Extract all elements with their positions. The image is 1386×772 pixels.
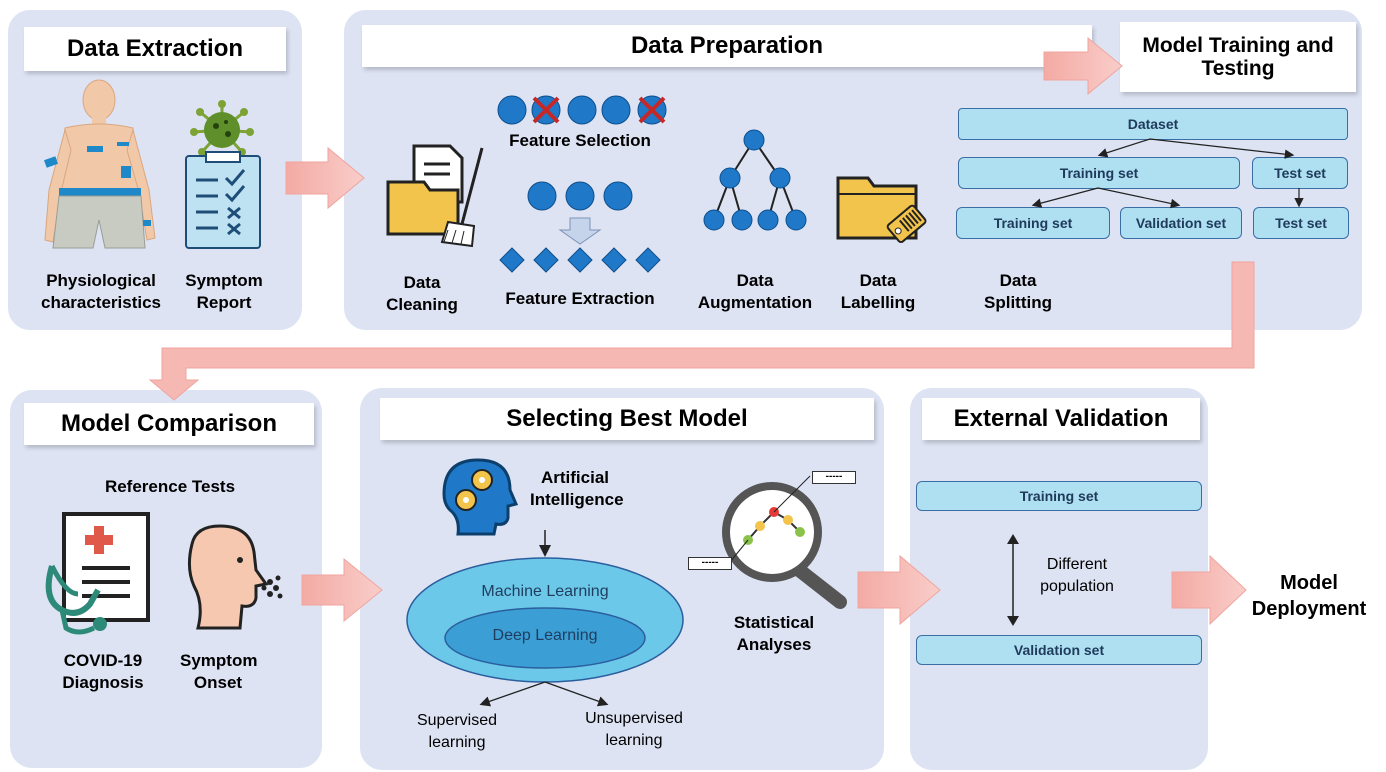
- ai-label: Artificial Intelligence: [530, 468, 624, 509]
- magnifier-stats-icon: [722, 475, 847, 609]
- external-validation-panel: [910, 388, 1208, 770]
- data-labelling-label: Data Labelling: [840, 271, 916, 312]
- statistical-analyses-label: Statistical Analyses: [733, 613, 815, 654]
- ext-validation-set-box: Validation set: [916, 635, 1202, 665]
- population-double-arrow: [1007, 534, 1019, 626]
- ai-head-gears-icon: [442, 458, 519, 536]
- model-comparison-title: Model Comparison: [24, 403, 314, 445]
- ext-training-set-box: Training set: [916, 481, 1202, 511]
- data-splitting-label: Data Splitting: [984, 271, 1052, 312]
- symptom-report-label: Symptom Report: [185, 271, 263, 312]
- test-set-box: Test set: [1252, 157, 1348, 189]
- validation-set-box: Validation set: [1120, 207, 1242, 239]
- data-augmentation-tree: [703, 129, 807, 231]
- unsupervised-label: Unsupervised learning: [585, 710, 683, 749]
- arrow-external-to-deployment: [1171, 554, 1247, 626]
- arrow-training-to-comparison: [148, 261, 1255, 401]
- feature-extraction-nodes: [499, 181, 661, 273]
- supervised-label: Supervised learning: [416, 712, 498, 751]
- external-validation-title: External Validation: [922, 398, 1200, 440]
- model-training-title-line1: Model Training and: [1142, 33, 1334, 57]
- model-training-title: Model Training and Testing: [1120, 22, 1356, 92]
- arrow-extraction-to-preparation: [285, 146, 365, 210]
- stats-tag-bottom: -----: [688, 557, 732, 570]
- physiological-label: Physiological characteristics: [40, 271, 162, 312]
- data-labelling-icon: [836, 176, 927, 244]
- arrow-preparation-to-training: [1043, 36, 1123, 96]
- arrow-comparison-to-best: [301, 557, 383, 623]
- model-deployment-label: Model Deployment: [1251, 572, 1367, 620]
- covid-diagnosis-icon: [45, 512, 150, 635]
- covid-diagnosis-label: COVID-19 Diagnosis: [62, 651, 144, 692]
- data-preparation-title: Data Preparation: [362, 25, 1092, 67]
- feature-selection-nodes: [497, 95, 667, 125]
- data-cleaning-label: Data Cleaning: [386, 273, 458, 314]
- stats-tag-top: -----: [812, 471, 856, 484]
- deep-learning-label: Deep Learning: [492, 627, 598, 644]
- model-training-title-line2: Testing: [1201, 57, 1275, 80]
- different-population-label: Different population: [1040, 556, 1114, 595]
- dataset-box: Dataset: [958, 108, 1348, 140]
- best-model-title: Selecting Best Model: [380, 398, 874, 440]
- feature-extraction-label: Feature Extraction: [505, 289, 655, 308]
- ml-venn-diagram: [406, 530, 684, 707]
- data-extraction-title: Data Extraction: [24, 27, 286, 71]
- symptom-onset-icon: [187, 524, 283, 630]
- data-cleaning-icon: [386, 144, 484, 248]
- virus-clipboard-icon: [185, 100, 261, 249]
- machine-learning-label: Machine Learning: [481, 583, 609, 600]
- data-augmentation-label: Data Augmentation: [697, 271, 813, 312]
- human-body-icon: [43, 79, 156, 249]
- test-set-box-2: Test set: [1253, 207, 1349, 239]
- feature-selection-label: Feature Selection: [509, 131, 651, 150]
- arrow-best-to-external: [857, 554, 941, 626]
- reference-tests-label: Reference Tests: [104, 477, 236, 496]
- training-set-box-2: Training set: [956, 207, 1110, 239]
- symptom-onset-label: Symptom Onset: [180, 651, 258, 692]
- training-set-box: Training set: [958, 157, 1240, 189]
